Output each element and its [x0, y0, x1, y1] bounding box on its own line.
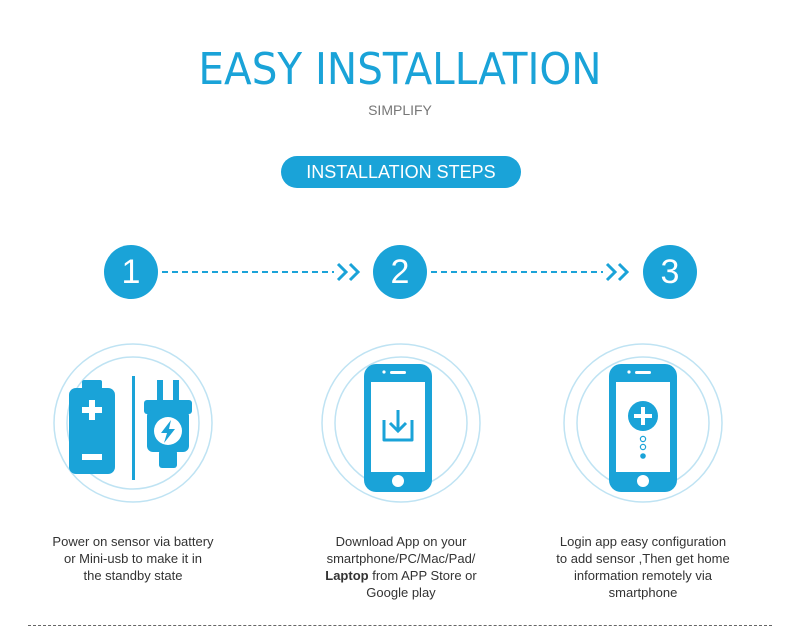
step-2-caption-line: smartphone/PC/Mac/Pad/: [326, 551, 476, 566]
bottom-divider: [28, 625, 772, 626]
step-3-caption: Login app easy configuration to add sens…: [528, 533, 758, 601]
step-number-3: 3: [643, 245, 697, 299]
installation-steps-label: INSTALLATION STEPS: [306, 161, 496, 182]
phone-add-icon: [563, 343, 723, 503]
step-3-caption-line: Login app easy configuration: [559, 534, 727, 549]
connector-arrow-2: [431, 262, 630, 282]
step-1-caption-line: Power on sensor via battery: [52, 534, 214, 549]
step-number-1: 1: [104, 245, 158, 299]
step-3-caption-line: smartphone: [608, 585, 678, 600]
step-1-caption-line: the standby state: [83, 568, 183, 583]
installation-steps-badge: INSTALLATION STEPS: [281, 156, 521, 188]
step-2-caption-bold: Laptop: [325, 568, 369, 583]
battery-plug-icon: [53, 343, 213, 503]
step-number-2: 2: [373, 245, 427, 299]
step-1-caption: Power on sensor via battery or Mini-usb …: [18, 533, 248, 584]
step-2-caption-rest: from APP Store or: [368, 568, 477, 583]
phone-download-icon: [321, 343, 481, 503]
step-3-caption-line: information remotely via: [574, 568, 712, 583]
step-2-caption-line: Download App on your: [335, 534, 467, 549]
connector-arrow-1: [162, 262, 361, 282]
step-1-caption-line: or Mini-usb to make it in: [64, 551, 202, 566]
page-subtitle: SIMPLIFY: [368, 102, 432, 118]
page-title: EASY INSTALLATION: [198, 44, 602, 95]
step-2-caption-line: Laptop from APP Store or: [286, 567, 516, 584]
step-2-caption-line: Google play: [366, 585, 436, 600]
step-3-caption-line: to add sensor ,Then get home: [556, 551, 730, 566]
step-2-caption: Download App on your smartphone/PC/Mac/P…: [286, 533, 516, 601]
